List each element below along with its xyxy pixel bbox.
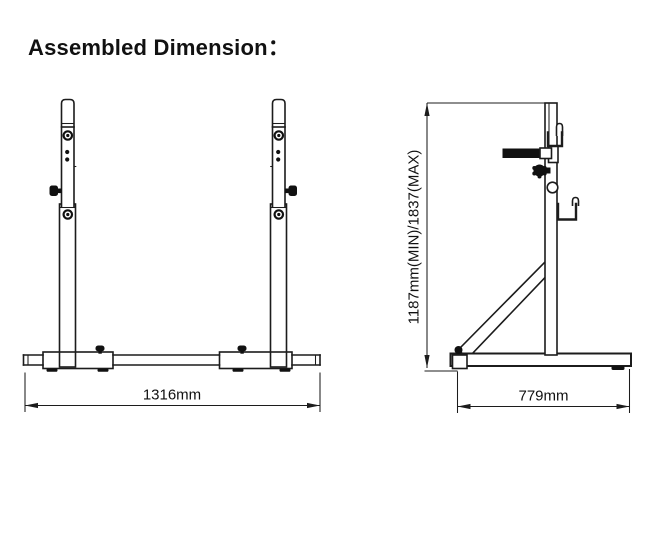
side-base — [449, 346, 632, 370]
arrowhead-icon — [307, 402, 320, 409]
foot-pad — [232, 368, 244, 372]
arrowhead-icon — [457, 403, 471, 410]
barbell-sleeve-end — [539, 147, 553, 160]
base-knob-icon — [237, 345, 247, 352]
left-outer-tube — [58, 203, 77, 368]
foot-pad — [611, 366, 625, 370]
right-bolt-lower — [273, 209, 285, 220]
barbell-j-hook — [502, 122, 564, 160]
side-depth-dimension: 779mm — [456, 369, 631, 413]
adjustment-hole — [65, 149, 70, 155]
left-bolt-lower — [62, 209, 74, 220]
front-width-dimension: 1316mm — [24, 372, 321, 412]
right-bolt-upper — [273, 130, 285, 141]
arrowhead-icon — [616, 403, 630, 410]
side-post-tube — [544, 102, 558, 356]
front-base — [22, 345, 321, 372]
depth-dimension-label: 779mm — [518, 388, 568, 405]
front-view: 1316mm — [22, 98, 321, 412]
front-right-upright — [269, 98, 297, 368]
adjustment-hole — [546, 181, 559, 194]
arrowhead-icon — [424, 355, 430, 368]
base-knob-icon — [95, 345, 105, 352]
left-clamp-knob-icon — [49, 185, 58, 196]
right-foot-sleeve — [218, 351, 293, 370]
right-outer-tube — [269, 203, 288, 368]
adjustment-hole — [276, 149, 281, 155]
barbell — [502, 148, 540, 158]
side-view: 1187mm(MIN)/1837(MAX) — [406, 102, 632, 413]
side-adjustment — [532, 164, 559, 194]
side-base-tube — [449, 352, 632, 367]
brace-knob-icon — [454, 346, 463, 354]
safety-hook — [556, 196, 580, 221]
arrowhead-icon — [424, 103, 430, 116]
foot-pad — [46, 368, 58, 372]
star-knob-icon — [533, 164, 546, 177]
front-left-upright — [49, 98, 77, 368]
foot-pad — [279, 368, 291, 372]
width-dimension-label: 1316mm — [143, 387, 201, 404]
foot-pad — [97, 368, 109, 372]
side-height-dimension: 1187mm(MIN)/1837(MAX) — [406, 102, 547, 372]
base-end-cap — [451, 354, 468, 370]
side-brace — [457, 260, 547, 358]
adjustment-hole — [65, 157, 70, 162]
j-hook-cup — [546, 131, 564, 148]
height-dimension-label: 1187mm(MIN)/1837(MAX) — [406, 150, 423, 325]
adjustment-hole — [276, 157, 281, 162]
right-clamp-knob-icon — [288, 185, 297, 196]
page-title: Assembled Dimension： — [28, 35, 290, 60]
left-bolt-upper — [62, 130, 74, 141]
arrowhead-icon — [25, 402, 38, 409]
safety-hook-cup — [556, 202, 578, 221]
left-foot-sleeve — [42, 351, 114, 370]
